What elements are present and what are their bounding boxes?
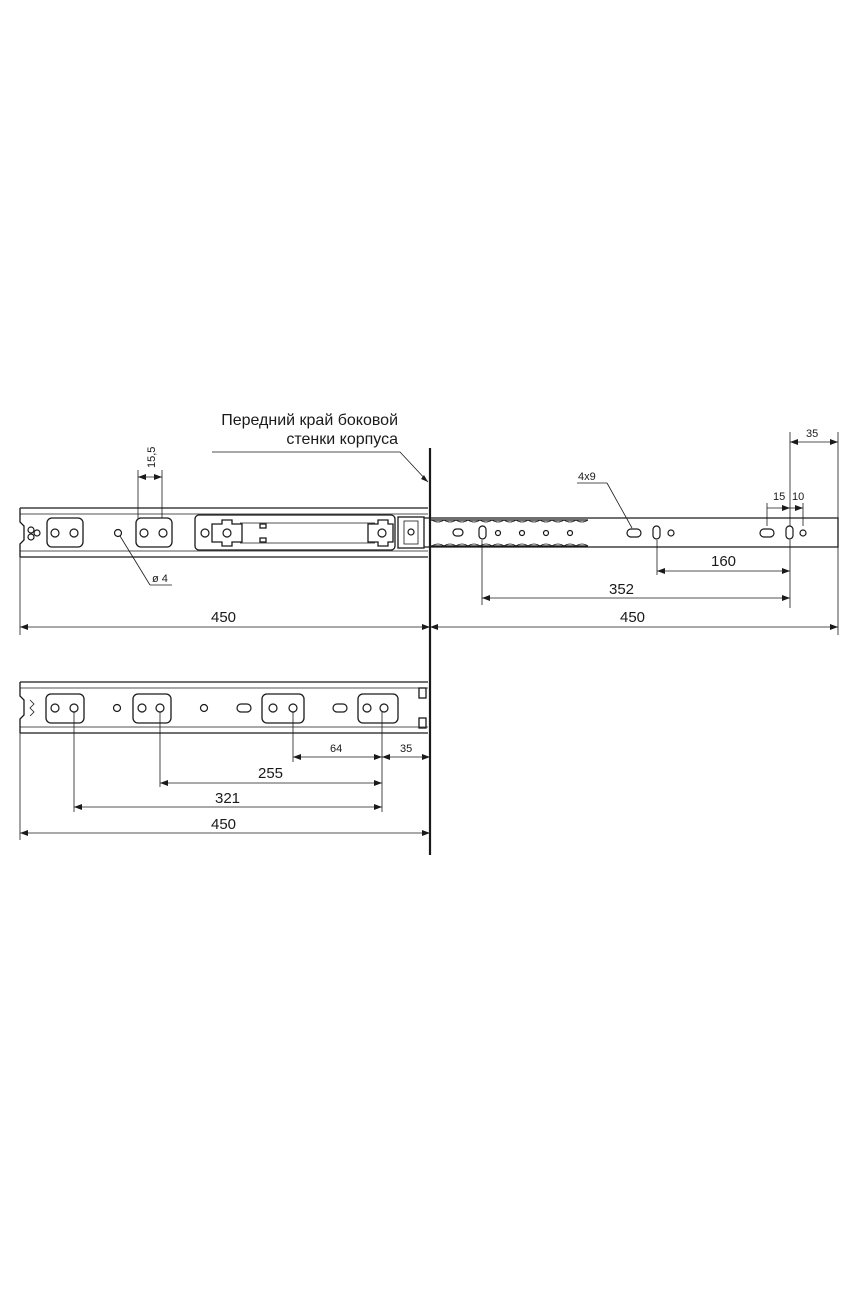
dim-15-5: 15,5 bbox=[146, 447, 158, 468]
dim-4x9: 4x9 bbox=[578, 471, 596, 483]
dim-10: 10 bbox=[792, 491, 804, 503]
rear-bumper bbox=[27, 526, 41, 541]
dim-450-right: 450 bbox=[620, 609, 645, 626]
annotation-line-2: стенки корпуса bbox=[286, 431, 398, 448]
annotation-line-1: Передний край боковой bbox=[221, 412, 398, 429]
dim-450-left: 450 bbox=[211, 609, 236, 626]
dim-diameter-4: ø 4 bbox=[152, 573, 168, 585]
dim-160: 160 bbox=[711, 553, 736, 570]
bottom-view-slide bbox=[19, 681, 428, 734]
top-view-slide bbox=[19, 507, 839, 558]
front-edge-annotation: Передний край боковой стенки корпуса bbox=[212, 412, 429, 483]
dim-35-top: 35 bbox=[806, 428, 818, 440]
annotation-leader bbox=[212, 451, 429, 483]
dim-450-bottom: 450 bbox=[211, 816, 236, 833]
dim-352: 352 bbox=[609, 581, 634, 598]
dim-35-bottom: 35 bbox=[400, 743, 412, 755]
dim-15: 15 bbox=[773, 491, 785, 503]
dim-321: 321 bbox=[215, 790, 240, 807]
dim-255: 255 bbox=[258, 765, 283, 782]
bottom-view-dimensions: 64 35 255 321 450 bbox=[19, 712, 430, 840]
top-view-dimensions: 15,5 ø 4 4x9 35 15 10 160 352 450 bbox=[19, 428, 839, 635]
dim-64: 64 bbox=[330, 743, 342, 755]
